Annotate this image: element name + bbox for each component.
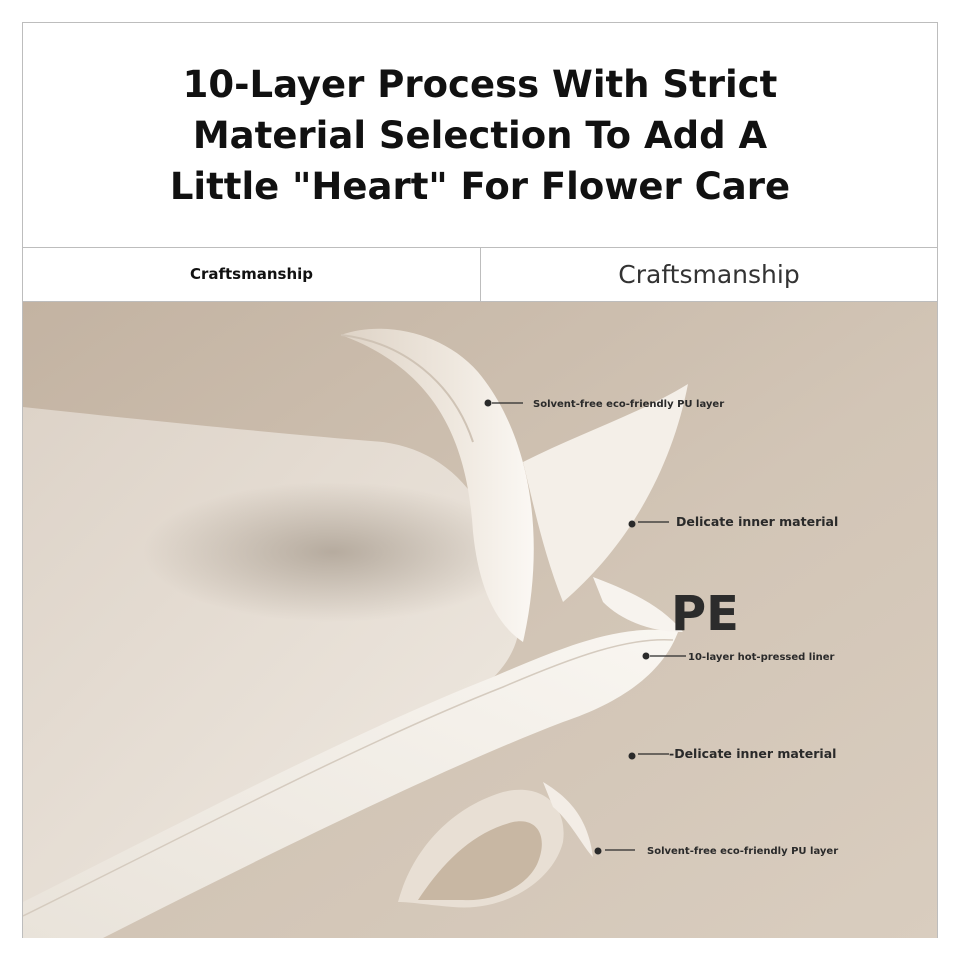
callout-1-dot [484,399,492,407]
bottom-curl-inner [418,821,542,901]
layer-diagram: PE Solvent-free eco-friendly PU layer De… [23,302,937,938]
inner-material-flap [523,384,688,602]
section-label-right: Craftsmanship [618,259,800,289]
callout-1-label: Solvent-free eco-friendly PU layer [533,399,724,410]
curl-edge [340,334,474,443]
bottom-flap [543,782,593,857]
callout-2-label: Delicate inner material [676,514,838,529]
callout-4-label: -Delicate inner material [669,746,836,761]
callout-4: -Delicate inner material [628,746,836,761]
section-header-row: Craftsmanship Craftsmanship [23,247,937,302]
liner-edge [23,638,674,917]
callout-3-label: 10-layer hot-pressed liner [688,652,835,663]
page-title: 10-Layer Process With Strict Material Se… [169,62,791,208]
product-card: 10-Layer Process With Strict Material Se… [22,22,938,938]
callout-3-dot [642,652,650,660]
callout-1: Solvent-free eco-friendly PU layer [484,399,724,410]
section-label-left: Craftsmanship [23,247,481,301]
callout-5: Solvent-free eco-friendly PU layer [594,846,838,857]
callout-5-dot [594,847,602,855]
callout-3: 10-layer hot-pressed liner [642,652,835,663]
pu-layer-curl [341,328,534,642]
callout-4-dot [628,752,636,760]
liner-tip [593,577,683,632]
curl-shadow [143,482,523,622]
hot-pressed-liner [23,629,678,938]
title-box: 10-Layer Process With Strict Material Se… [23,23,937,248]
callout-2-dot [628,520,636,528]
callout-5-label: Solvent-free eco-friendly PU layer [647,846,838,857]
callout-2: Delicate inner material [628,514,838,529]
pe-label: PE [671,586,739,642]
layer-illustration: PE Solvent-free eco-friendly PU layer De… [23,302,937,938]
